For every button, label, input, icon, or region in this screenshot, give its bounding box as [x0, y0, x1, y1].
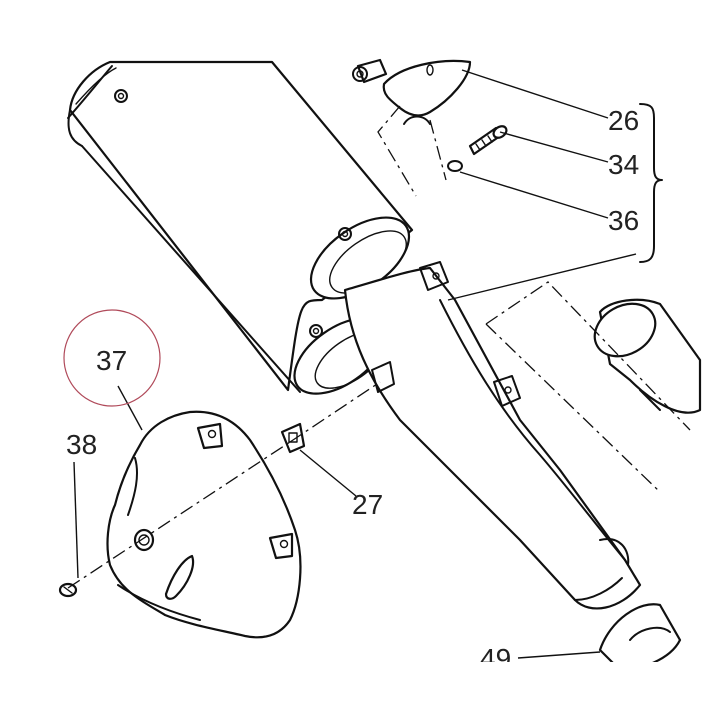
callout-27: 27 [352, 489, 383, 520]
group-brace [639, 103, 663, 263]
lower-right-part [598, 603, 682, 672]
bottom-crop [0, 662, 720, 720]
bracket-icon [419, 261, 449, 291]
rivet-icon [309, 324, 323, 338]
assembly-lines [67, 105, 691, 589]
upper-bracket [382, 59, 472, 125]
exhaust-pipe [343, 261, 642, 610]
right-side-part [593, 298, 702, 414]
washer-36 [447, 160, 463, 172]
rivet-icon [338, 227, 352, 241]
bolt-34 [468, 125, 508, 156]
heat-shield-37 [106, 410, 302, 639]
screw-38 [58, 582, 78, 598]
clip-27 [280, 422, 306, 454]
callout-36: 36 [608, 205, 639, 236]
bracket-icon [493, 375, 521, 407]
bolt-top [352, 58, 388, 84]
callout-34: 34 [608, 149, 639, 180]
rivet-icon [114, 89, 128, 103]
callout-26: 26 [608, 105, 639, 136]
callout-37: 37 [96, 345, 127, 376]
callout-38: 38 [66, 429, 97, 460]
leader-lines [73, 69, 637, 659]
bracket-icon [371, 361, 395, 393]
highlight-circle [63, 309, 161, 407]
